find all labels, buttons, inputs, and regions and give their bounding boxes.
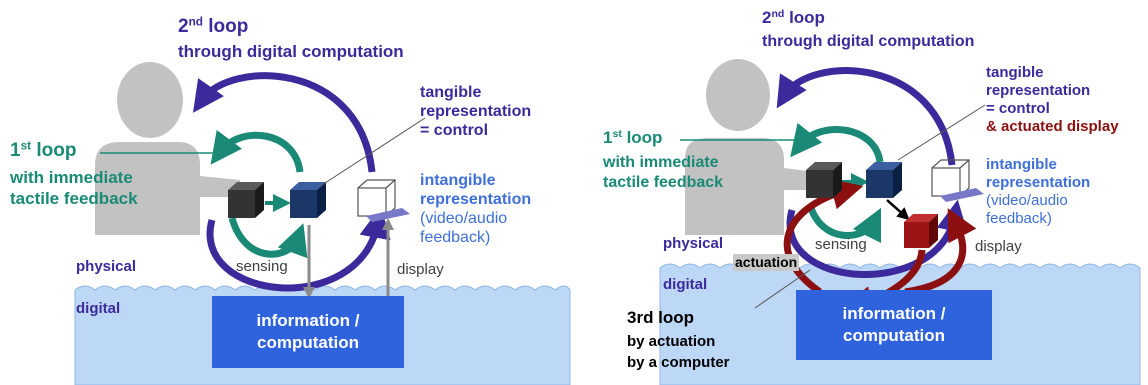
intangible-line-3: (video/audio — [420, 210, 508, 227]
digital-label: digital — [76, 300, 121, 317]
loop3-leader — [754, 269, 811, 309]
intangible-line-2-right: representation — [986, 174, 1091, 191]
loop2-lower-arc — [786, 199, 968, 278]
intangible-line-4-right: feedback) — [986, 210, 1052, 227]
tangible-line-2-right: representation — [986, 82, 1091, 99]
loop2-subtitle-right: through digital computation — [762, 33, 975, 50]
intangible-line-4: feedback) — [420, 229, 491, 246]
projection-wedge — [366, 208, 410, 222]
loop1-subtitle-1-right: with immediate — [603, 154, 719, 171]
computation-box — [212, 296, 404, 368]
sensing-label: sensing — [236, 258, 288, 275]
loop1-subtitle-2: tactile feedback — [10, 189, 138, 208]
loop1-lower-arc — [806, 203, 882, 244]
tangible-line-3-right: = control — [986, 100, 1050, 117]
loop1-subtitle-2-right: tactile feedback — [603, 174, 724, 191]
intangible-cube-outline — [931, 159, 970, 197]
cube-move-arrow — [886, 199, 910, 221]
loop3-arc-right — [904, 208, 977, 296]
panel-right — [659, 59, 1141, 385]
computation-box — [796, 290, 992, 360]
intangible-line-1: intangible — [420, 172, 496, 189]
loop2-arc — [776, 67, 956, 166]
loop1-lower-arc — [228, 216, 308, 259]
computation-line-1-right: information / — [842, 304, 946, 323]
actuated-display-label: & actuated display — [986, 118, 1119, 135]
tangible-line-1: tangible — [420, 84, 482, 101]
intangible-line-2: representation — [420, 191, 532, 208]
computation-line-2-right: computation — [843, 326, 945, 345]
person-silhouette — [685, 59, 815, 235]
actuated-cube-red — [904, 214, 938, 248]
loop2-arc — [192, 72, 376, 173]
digital-label-right: digital — [663, 276, 708, 293]
physical-cube-blue — [290, 182, 326, 218]
loop1-upper-arc — [790, 122, 884, 163]
tangible-leader — [321, 117, 426, 186]
loop2-title: 2nd loop — [178, 15, 249, 37]
panel-left — [74, 62, 571, 385]
intangible-cube-outline — [357, 179, 396, 217]
loop2-title-right: 2nd loop — [762, 8, 825, 27]
physical-cube-blue — [866, 162, 902, 198]
loop2-subtitle: through digital computation — [178, 42, 404, 61]
loop1-subtitle-1: with immediate — [10, 168, 133, 187]
intangible-line-3-right: (video/audio — [986, 192, 1068, 209]
projection-wedge — [940, 188, 984, 202]
physical-label-right: physical — [663, 235, 724, 252]
computation-line-1: information / — [256, 311, 360, 330]
actuation-label: actuation — [733, 254, 800, 271]
loop2-lower-arc — [206, 206, 391, 292]
physical-cube-dark — [228, 182, 264, 218]
tangible-line-1-right: tangible — [986, 64, 1044, 81]
intangible-line-1-right: intangible — [986, 156, 1057, 173]
loop1-title: 1st loop — [10, 139, 77, 161]
tangible-leader — [897, 104, 986, 161]
tangible-line-3: = control — [420, 122, 489, 139]
loop3-title: 3rd loop — [627, 308, 695, 327]
display-label: display — [397, 261, 444, 278]
physical-label: physical — [76, 258, 137, 275]
loop1-title-right: 1st loop — [603, 128, 663, 147]
physical-cube-dark — [806, 162, 842, 198]
computation-line-2: computation — [257, 333, 359, 352]
person-silhouette — [95, 62, 240, 235]
display-label-right: display — [975, 238, 1022, 255]
sensing-label-right: sensing — [815, 236, 867, 253]
loop3-subtitle-1: by actuation — [627, 333, 716, 350]
tangible-line-2: representation — [420, 103, 532, 120]
loop1-upper-arc — [210, 129, 304, 173]
loop3-subtitle-2: by a computer — [627, 354, 730, 371]
